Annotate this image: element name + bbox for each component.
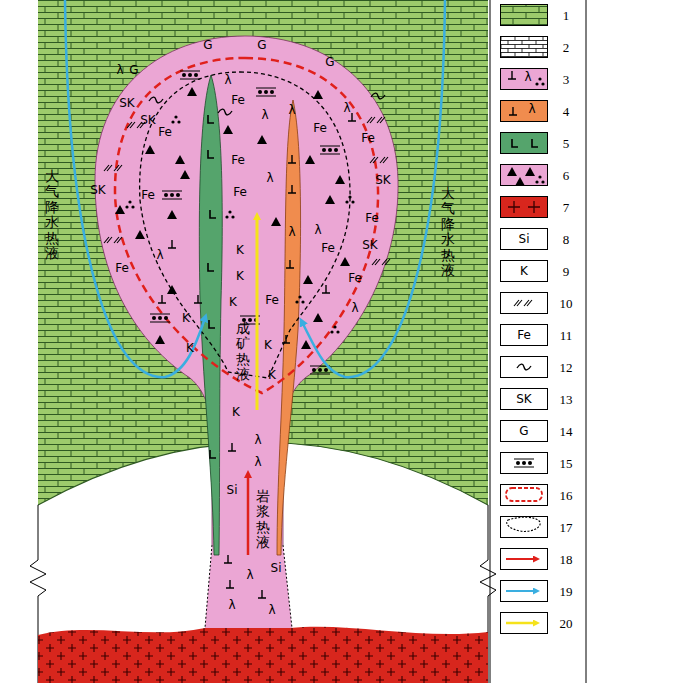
legend-swatch xyxy=(500,4,548,26)
legend-number: 20 xyxy=(560,617,573,630)
mineral-symbol: λ xyxy=(228,599,235,611)
mineral-symbol: Fe xyxy=(321,242,335,254)
mineral-symbol: K xyxy=(236,270,244,282)
legend-swatch xyxy=(500,516,548,538)
mineral-symbol: λ xyxy=(246,569,253,581)
legend-symbol: λ xyxy=(524,71,531,83)
mineral-symbol: λ xyxy=(351,302,358,314)
mineral-symbol: λ xyxy=(314,224,321,236)
legend-number: 6 xyxy=(563,169,570,182)
legend-number: 17 xyxy=(560,521,573,534)
fluid-label: 成矿热液 xyxy=(236,321,250,383)
mineral-symbol: SK xyxy=(362,239,378,251)
mineral-symbol: Si xyxy=(271,562,282,574)
mineral-symbol: Si xyxy=(227,484,238,496)
legend-number: 8 xyxy=(563,233,570,246)
legend-symbol: Fe xyxy=(517,329,531,341)
mineral-symbol: K xyxy=(229,296,237,308)
legend-number: 14 xyxy=(560,425,573,438)
legend-swatch xyxy=(500,484,548,506)
legend-swatch xyxy=(500,548,548,570)
mineral-symbol: SK xyxy=(90,184,106,196)
mineral-symbol: Fe xyxy=(158,126,172,138)
mineral-symbol: λ xyxy=(254,456,261,468)
legend-number: 12 xyxy=(560,361,573,374)
legend-swatch xyxy=(500,196,548,218)
mineral-symbol: λ xyxy=(343,102,350,114)
mineral-symbol: λ xyxy=(288,226,295,238)
mineral-symbol: Fe xyxy=(365,212,379,224)
mineral-symbol: Fe xyxy=(233,186,247,198)
legend-symbol: K xyxy=(520,265,528,277)
mineral-symbol: λ xyxy=(261,109,268,121)
mineral-symbol: K xyxy=(182,312,190,324)
legend-swatch xyxy=(500,68,548,90)
legend-number: 16 xyxy=(560,489,573,502)
legend-number: 7 xyxy=(563,201,570,214)
legend-number: 18 xyxy=(560,553,573,566)
mineral-symbol: λ xyxy=(224,74,231,86)
legend-number: 3 xyxy=(563,73,570,86)
mineral-symbol: G xyxy=(325,56,334,68)
mineral-symbol: K xyxy=(268,369,276,381)
fluid-label: 岩浆热液 xyxy=(256,489,270,551)
legend-swatch xyxy=(500,580,548,602)
mineral-symbol: K xyxy=(236,244,244,256)
legend-number: 19 xyxy=(560,585,573,598)
legend-swatch xyxy=(500,132,548,154)
mineral-symbol: Fe xyxy=(313,122,327,134)
mineral-symbol: Fe xyxy=(141,189,155,201)
mineral-symbol: Fe xyxy=(231,94,245,106)
legend-swatch xyxy=(500,356,548,378)
legend-symbol: G xyxy=(519,425,528,437)
mineral-symbol: λ xyxy=(116,64,123,76)
mineral-symbol: SK xyxy=(119,97,135,109)
legend-symbol: SK xyxy=(516,393,532,405)
legend-swatch xyxy=(500,452,548,474)
mineral-symbol: Fe xyxy=(348,272,362,284)
mineral-symbol: Fe xyxy=(115,262,129,274)
mineral-symbol: SK xyxy=(140,114,156,126)
mineral-symbol: Fe xyxy=(231,154,245,166)
mineral-symbol: SK xyxy=(375,174,391,186)
mineral-symbol: G xyxy=(203,39,212,51)
fluid-label: 大气降水热液 xyxy=(45,169,59,261)
mineral-symbol: λ xyxy=(266,172,273,184)
mineral-symbol: λ xyxy=(288,104,295,116)
legend-swatch xyxy=(500,292,548,314)
legend-number: 2 xyxy=(563,41,570,54)
legend-swatch xyxy=(500,100,548,122)
mineral-symbol: K xyxy=(232,406,240,418)
legend-number: 11 xyxy=(560,329,573,342)
mineral-symbol: K xyxy=(186,342,194,354)
legend-swatch xyxy=(500,36,548,58)
legend-swatch xyxy=(500,164,548,186)
mineral-symbol: Fe xyxy=(361,132,375,144)
legend-number: 5 xyxy=(563,137,570,150)
legend-number: 1 xyxy=(563,9,570,22)
legend-symbol: λ xyxy=(528,103,535,115)
mineral-symbol: G xyxy=(129,64,138,76)
legend-number: 10 xyxy=(560,297,573,310)
legend-swatch xyxy=(500,612,548,634)
legend-number: 15 xyxy=(560,457,573,470)
mineral-symbol: Fe xyxy=(265,294,279,306)
fluid-label: 大气降水热液 xyxy=(441,186,455,278)
legend-number: 13 xyxy=(560,393,573,406)
mineral-symbol: λ xyxy=(254,434,261,446)
legend-number: 4 xyxy=(563,105,570,118)
mineral-symbol: K xyxy=(264,339,272,351)
legend-number: 9 xyxy=(563,265,570,278)
legend-symbol: Si xyxy=(519,233,530,245)
mineral-symbol: λ xyxy=(268,604,275,616)
mineral-symbol: λ xyxy=(156,249,163,261)
mineral-symbol: G xyxy=(257,39,266,51)
